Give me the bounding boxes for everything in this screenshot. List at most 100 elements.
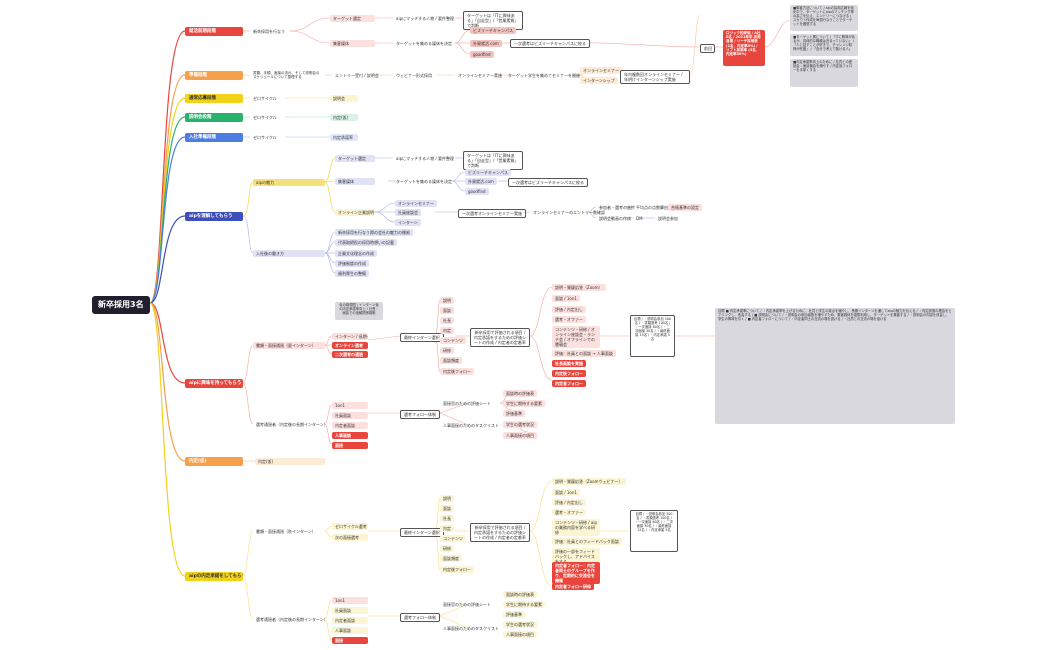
s1-target[interactable]: ターゲット選定 — [330, 15, 375, 22]
s6-online-b[interactable]: 社員座談会 — [395, 209, 421, 216]
s7-c4[interactable]: 学生の選考状況 — [503, 421, 537, 428]
s7-r8[interactable]: 内定後フォロー — [552, 370, 586, 377]
s7-a8[interactable]: 内定後フォロー — [440, 368, 474, 375]
s2-node[interactable]: 書類、手順、面接の流れ、そして説明会のスケジュールについて整理する — [253, 71, 320, 80]
s9-r9[interactable]: 内定者フォロー研修 — [552, 583, 594, 590]
s9-goal[interactable]: 目標 / ・説明会参加 300名 / ・書類選考 100名 / ・一次面接 60… — [630, 510, 678, 552]
s7-after-offer[interactable]: 選考通過者（内定後の長期インターン） — [256, 422, 328, 427]
s6-list-1[interactable]: 新卒採用を行なう際の会社の魅力の棚卸 — [335, 229, 413, 236]
s5-a[interactable]: ゼロサイクル — [253, 135, 277, 140]
s9-r8[interactable]: 内定者フォロー：内定者同士のグループを作り、定期的に交流会を開催 — [552, 562, 600, 584]
s9-a5[interactable]: コンテンツ — [440, 535, 466, 542]
s7-b5[interactable]: 面接 — [332, 442, 368, 449]
s6-first-seminar[interactable]: 一次選考オンラインセミナー実施 — [458, 209, 526, 218]
branch-understand-aip[interactable]: aipを理解してもらう — [185, 212, 243, 221]
s6-attend[interactable]: 説明会参加 — [658, 216, 678, 221]
branch-prep-early[interactable]: 就活前期段階 — [185, 27, 243, 36]
s1-media-note[interactable]: 一次選考はビズリーチキャンパスに絞る — [510, 39, 590, 48]
s9-b4[interactable]: 人事面談 — [332, 627, 368, 634]
s9-b2[interactable]: 社員面談 — [332, 607, 368, 614]
s6-target-req[interactable]: aipにマッチする人物 / 要件整理 — [396, 156, 454, 161]
s4-b[interactable]: 内定(仮) — [330, 114, 358, 121]
s6-list-3[interactable]: 企業文化理念の作成 — [335, 250, 377, 257]
s6-target[interactable]: ターゲット選定 — [335, 155, 375, 162]
s5-b[interactable]: 内定承諾率 — [330, 134, 358, 141]
s9-desc[interactable]: 新卒採用で評価される項目 / 内定承諾をするための評価シートの作成 / 内定者の… — [470, 523, 530, 542]
s9-r6[interactable]: 評価：社員とのフィードバック面談 — [552, 538, 622, 545]
s7-final-intern[interactable]: 最終インターン選択 — [400, 333, 444, 342]
s7-a7[interactable]: 面談頻度 — [440, 357, 462, 364]
branch-prep[interactable]: 準備段階 — [185, 71, 243, 80]
s7-task-list[interactable]: 人事面接のためのタスクリスト — [443, 423, 499, 428]
s9-c3[interactable]: 評価基準 — [503, 611, 525, 618]
s9-c2[interactable]: 学生に期待する要素 — [503, 601, 545, 608]
s1-media-decide[interactable]: ターゲットを集める媒体を決定 — [396, 41, 452, 46]
s9-r5[interactable]: コンテンツ・研修 / aipの業務内容を学べる研修 — [552, 519, 600, 536]
s7-online-sel[interactable]: オンライン選考 — [332, 342, 368, 349]
s9-a8[interactable]: 内定後フォロー — [440, 566, 474, 573]
s9-a6[interactable]: 研修 — [440, 545, 454, 552]
s4-a[interactable]: ゼロサイクル — [253, 115, 277, 120]
s9-a1[interactable]: 説明 — [440, 495, 454, 502]
s1-media-b[interactable]: 外資就活.com — [470, 40, 502, 47]
s1-node[interactable]: 新卒採用を行なう — [253, 29, 285, 34]
s9-final-intern[interactable]: 最終インターン選択 — [400, 528, 444, 537]
s7-b2[interactable]: 社員面談 — [332, 412, 368, 419]
s7-c2[interactable]: 学生に期待する要素 — [503, 400, 545, 407]
s6-list-4[interactable]: 評価制度の作成 — [335, 260, 369, 267]
s3-a[interactable]: ゼロサイクル — [253, 96, 277, 101]
s9-b3[interactable]: 内定者面談 — [332, 617, 368, 624]
s9-r2[interactable]: 面談 / 1on1 — [552, 489, 580, 496]
branch-onboarding[interactable]: 入社準備段階 — [185, 133, 243, 142]
branch-tentative-offer[interactable]: 内定(仮) — [185, 457, 243, 466]
s9-b1[interactable]: 1on1 — [332, 597, 368, 604]
s3-b[interactable]: 説明会 — [330, 95, 358, 102]
s9-c5[interactable]: 人事面接の項目 — [503, 631, 537, 638]
s7-follow[interactable]: 選考フォロー体制 — [400, 410, 440, 419]
s9-a4[interactable]: 内定 — [440, 525, 454, 532]
s1-media-c[interactable]: goodfind — [470, 51, 494, 58]
s6-media-b[interactable]: 外資就活.com — [465, 178, 497, 185]
branch-interest-aip[interactable]: aipに興味を持ってもらう — [185, 379, 243, 388]
s7-r5[interactable]: コンテンツ・研修 / オンライン座談会・ランチ会 / オフラインでの懇親会 — [552, 326, 600, 348]
s7-b3[interactable]: 内定者面談 — [332, 422, 368, 429]
s2-intern[interactable]: インターンシップ — [580, 77, 618, 84]
s6-entry-check[interactable]: オンラインセミナーのエントリー数確認 — [533, 210, 605, 215]
s7-second-pass[interactable]: 二次選考の通過 — [332, 351, 368, 358]
s7-b1[interactable]: 1on1 — [332, 402, 368, 409]
s2-plan[interactable]: 年内複数回オンラインセミナー / 年明けインターンシップ実施 — [620, 70, 690, 84]
s7-eval-sheet[interactable]: 面接官のための評価シート — [443, 401, 491, 406]
s9-a3[interactable]: 社長 — [440, 515, 454, 522]
s8-node[interactable]: 内定(仮) — [255, 458, 325, 465]
s6-charm[interactable]: aipの魅力 — [253, 179, 325, 186]
s6-media-a[interactable]: ビズリーチキャンパス — [465, 169, 511, 176]
s6-online[interactable]: オンライン企業説明 — [335, 209, 375, 216]
s7-c3[interactable]: 評価基準 — [503, 410, 525, 417]
s7-c1[interactable]: 面談時の評価表 — [503, 390, 537, 397]
s7-r3[interactable]: 評価 / 内定出し — [552, 306, 586, 313]
s6-media-note[interactable]: 一次選考はビズリーチキャンパスに絞る — [508, 178, 588, 187]
s7-r9[interactable]: 内定者フォロー — [552, 380, 586, 387]
s6-after-join[interactable]: 入社後の働き方 — [253, 250, 325, 257]
s9-c4[interactable]: 学生の選考状況 — [503, 621, 537, 628]
s6-media-c[interactable]: goodfind — [465, 188, 489, 195]
s6-avg[interactable]: 平均点の点数算出 — [636, 205, 668, 210]
s6-media-decide[interactable]: ターゲットを集める媒体を決定 — [396, 179, 452, 184]
s9-follow[interactable]: 選考フォロー体制 — [400, 613, 440, 622]
s7-r6[interactable]: 評価：社員との面談 → 人事面談 — [552, 350, 616, 357]
s6-list-5[interactable]: 福利厚生の整備 — [335, 270, 369, 277]
s6-online-c[interactable]: インターン — [395, 219, 421, 226]
s7-r2[interactable]: 面談 / 1on1 — [552, 295, 580, 302]
s1-target-req[interactable]: aipにマッチする人物 / 要件整理 — [396, 16, 454, 21]
s9-r1[interactable]: 説明・質疑応答（Zoomウェビナー） — [552, 478, 626, 485]
branch-accept-offer[interactable]: aipの内定承諾をしてもらう — [185, 572, 243, 581]
s7-summer[interactable]: 書類・面接通過（夏インターン） — [253, 342, 325, 349]
s9-r7[interactable]: 評価の一部をフィードバックし、アドバイスをする — [552, 548, 600, 565]
s9-a2[interactable]: 面談 — [440, 505, 454, 512]
s9-after-offer[interactable]: 選考通過者（内定後の長期インターン） — [256, 617, 328, 622]
s6-pass-criteria[interactable]: 合格基準の設定 — [668, 204, 702, 211]
s6-media[interactable]: 集客媒体 — [335, 178, 375, 185]
s9-b5[interactable]: 面接 — [332, 637, 368, 644]
s7-r4[interactable]: 選考・オファー — [552, 316, 586, 323]
s2-online[interactable]: オンラインセミナー実施 — [458, 73, 502, 78]
